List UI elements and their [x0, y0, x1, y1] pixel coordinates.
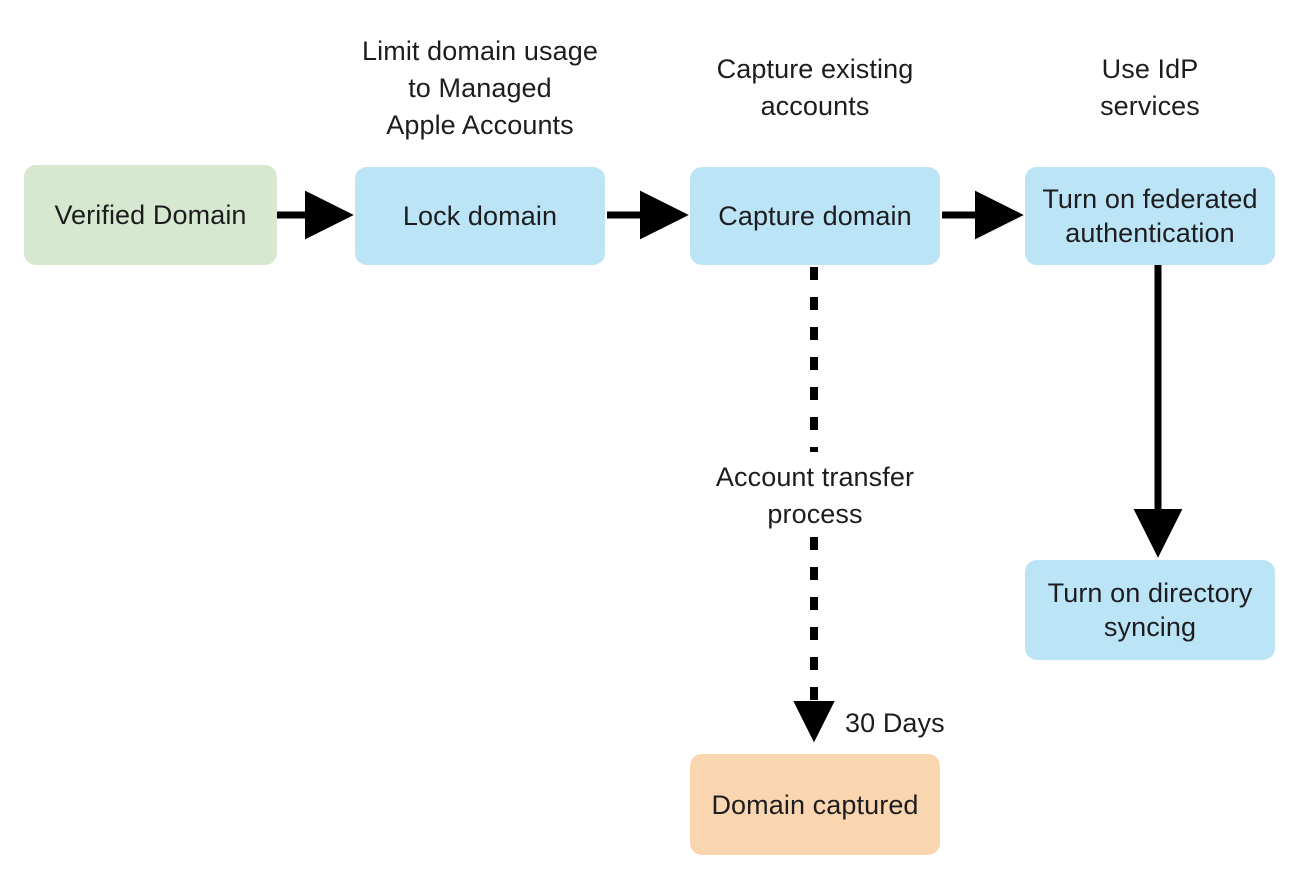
stage-label-use-idp-services: Use IdP services — [1100, 54, 1200, 121]
stage-label-capture-existing-accounts: Capture existing accounts — [716, 54, 914, 121]
node-lock-domain[interactable]: Lock domain — [355, 167, 605, 265]
edge-label-account-transfer-process: Account transfer process — [715, 462, 915, 529]
node-turn-on-federated-authentication[interactable]: Turn on federated authentication — [1025, 167, 1275, 265]
edge-label-30-days: 30 Days — [845, 708, 945, 738]
node-turn-on-directory-syncing[interactable]: Turn on directory syncing — [1025, 560, 1275, 660]
node-domain-captured[interactable]: Domain captured — [690, 754, 940, 855]
node-capture-domain[interactable]: Capture domain — [690, 167, 940, 265]
stage-label-lock-domain: Limit domain usage to Managed Apple Acco… — [362, 36, 598, 140]
node-verified-domain[interactable]: Verified Domain — [24, 165, 277, 265]
